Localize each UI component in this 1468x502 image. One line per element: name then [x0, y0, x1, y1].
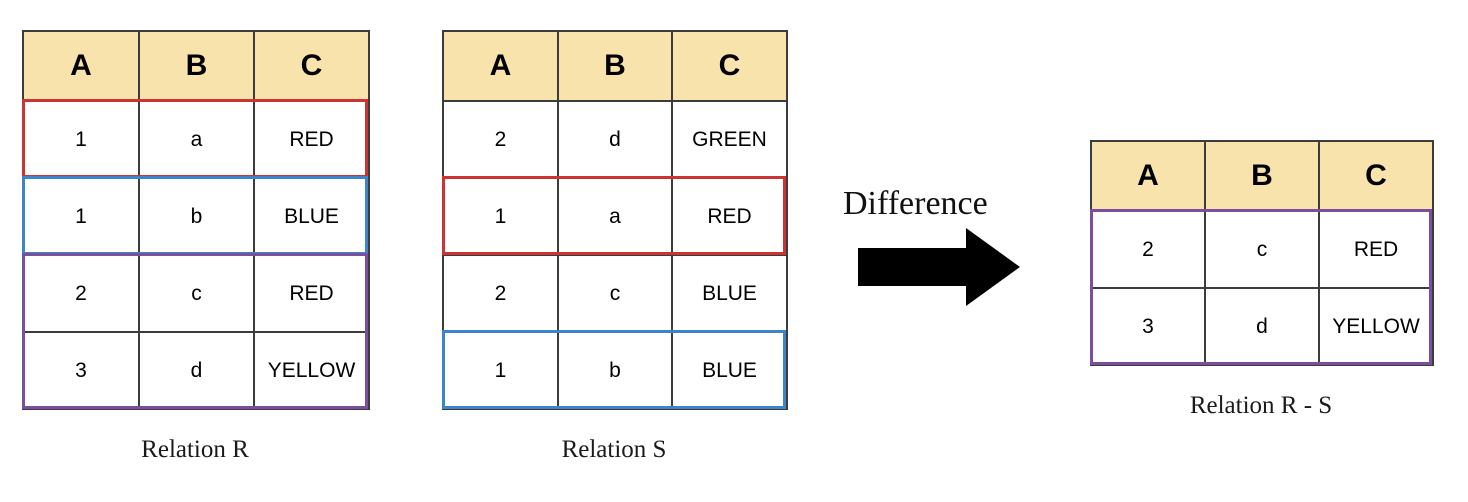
column-header-c: C — [253, 30, 370, 102]
table-row: 2 c BLUE — [442, 254, 788, 333]
cell-b: b — [557, 331, 673, 410]
column-header-a: A — [22, 30, 140, 102]
cell-c: YELLOW — [253, 331, 370, 410]
cell-c: RED — [253, 100, 370, 179]
relation-r-block: A B C 1 a RED 1 b BLUE — [22, 30, 370, 464]
cell-c: RED — [253, 254, 370, 333]
relation-r-table: A B C 1 a RED 1 b BLUE — [22, 30, 370, 410]
difference-arrow — [858, 228, 1020, 306]
column-header-c: C — [671, 30, 788, 102]
cell-a: 3 — [22, 331, 140, 410]
column-header-b: B — [557, 30, 673, 102]
cell-b: d — [138, 331, 255, 410]
table-row: 1 a RED — [22, 100, 370, 179]
table-header-row: A B C — [22, 30, 370, 102]
table-row: 1 a RED — [442, 177, 788, 256]
cell-b: c — [138, 254, 255, 333]
table-header-row: A B C — [1090, 140, 1434, 212]
table-row: 1 b BLUE — [442, 331, 788, 410]
cell-b: d — [557, 100, 673, 179]
cell-b: c — [1204, 210, 1320, 289]
relation-result-table: A B C 2 c RED 3 d YELLOW — [1090, 140, 1434, 366]
right-arrow-icon — [858, 228, 1020, 306]
table-row: 2 d GREEN — [442, 100, 788, 179]
cell-a: 2 — [1090, 210, 1206, 289]
cell-a: 2 — [442, 254, 559, 333]
table-row: 1 b BLUE — [22, 177, 370, 256]
column-header-b: B — [1204, 140, 1320, 212]
cell-b: a — [138, 100, 255, 179]
column-header-a: A — [442, 30, 559, 102]
operation-label: Difference — [843, 185, 988, 222]
cell-c: YELLOW — [1318, 287, 1434, 366]
cell-c: RED — [1318, 210, 1434, 289]
table-row: 3 d YELLOW — [1090, 287, 1434, 366]
relation-s-caption: Relation S — [561, 436, 667, 463]
column-header-b: B — [138, 30, 255, 102]
relation-r-caption: Relation R — [141, 436, 249, 463]
column-header-c: C — [1318, 140, 1434, 212]
relation-s-table: A B C 2 d GREEN 1 a RED — [442, 30, 788, 410]
table-row: 2 c RED — [22, 254, 370, 333]
cell-a: 1 — [442, 331, 559, 410]
cell-a: 2 — [442, 100, 559, 179]
cell-a: 1 — [22, 177, 140, 256]
cell-a: 1 — [22, 100, 140, 179]
cell-c: RED — [671, 177, 788, 256]
cell-a: 1 — [442, 177, 559, 256]
relation-result-caption: Relation R - S — [1189, 392, 1333, 419]
relation-s-block: A B C 2 d GREEN 1 a RED — [442, 30, 788, 464]
relation-result-block: A B C 2 c RED 3 d YELLOW — [1090, 140, 1434, 420]
cell-b: a — [557, 177, 673, 256]
table-header-row: A B C — [442, 30, 788, 102]
cell-b: b — [138, 177, 255, 256]
cell-c: BLUE — [671, 331, 788, 410]
cell-c: BLUE — [253, 177, 370, 256]
cell-b: c — [557, 254, 673, 333]
cell-b: d — [1204, 287, 1320, 366]
column-header-a: A — [1090, 140, 1206, 212]
cell-a: 2 — [22, 254, 140, 333]
cell-c: BLUE — [671, 254, 788, 333]
table-row: 2 c RED — [1090, 210, 1434, 289]
cell-a: 3 — [1090, 287, 1206, 366]
table-row: 3 d YELLOW — [22, 331, 370, 410]
cell-c: GREEN — [671, 100, 788, 179]
